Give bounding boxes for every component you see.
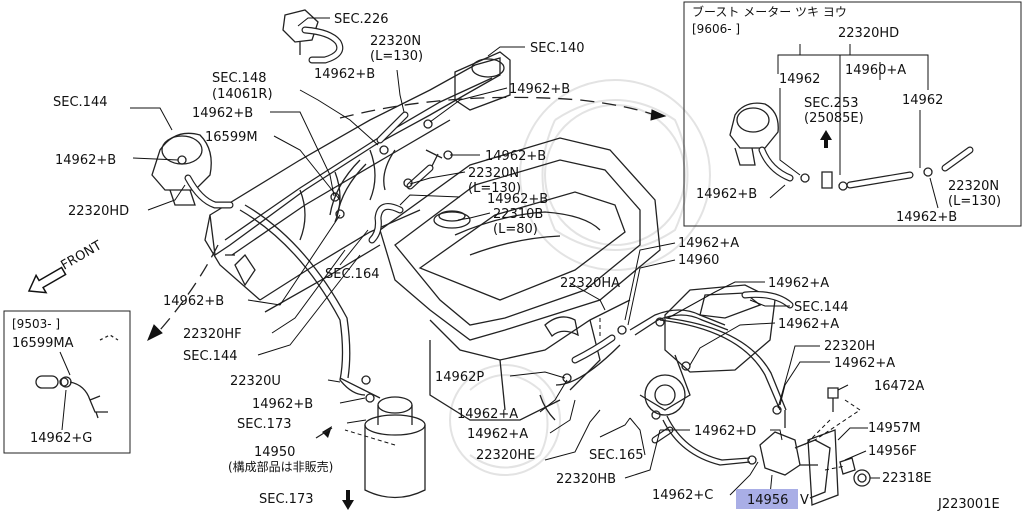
inset-label-14962g[interactable]: 14962+G bbox=[30, 431, 92, 446]
label-22320ha[interactable]: 22320HA bbox=[560, 276, 620, 291]
sec-arrows bbox=[315, 130, 832, 510]
label-14956-v: V bbox=[800, 493, 809, 508]
label-14962c[interactable]: 14962+C bbox=[652, 488, 713, 503]
label-14950-note: (構成部品は非販売) bbox=[228, 459, 333, 474]
diagram-code: J223001E bbox=[937, 497, 1000, 511]
label-22320hd[interactable]: 22320HD bbox=[68, 204, 129, 219]
label-14956f[interactable]: 14956F bbox=[868, 444, 917, 459]
inset-label-14960a[interactable]: 14960+A bbox=[845, 63, 906, 78]
label-22320n-a[interactable]: 22320N bbox=[370, 34, 421, 49]
label-14962a-4[interactable]: 14962+A bbox=[834, 356, 895, 371]
inset-label-14962b-b[interactable]: 14962+B bbox=[896, 210, 957, 225]
inset-label-16599ma[interactable]: 16599MA bbox=[12, 336, 74, 351]
inset-label-sec253-sub: (25085E) bbox=[804, 111, 864, 126]
vacuum-lines bbox=[239, 149, 787, 466]
label-14957m[interactable]: 14957M bbox=[868, 421, 921, 436]
label-sec140[interactable]: SEC.140 bbox=[530, 41, 585, 56]
inset-label-22320n-len: (L=130) bbox=[948, 194, 1001, 209]
label-14962a-6[interactable]: 14962+A bbox=[467, 427, 528, 442]
label-22320he[interactable]: 22320HE bbox=[476, 448, 535, 463]
label-14962b-4[interactable]: 14962+B bbox=[485, 149, 546, 164]
inset-boost-date: [9606- ] bbox=[692, 22, 740, 36]
inset-label-22320n[interactable]: 22320N bbox=[948, 179, 999, 194]
label-sec148-sub: (14061R) bbox=[212, 87, 273, 102]
inset-boost-frame bbox=[683, 1, 1022, 227]
label-22320n-a-len: (L=130) bbox=[370, 49, 423, 64]
label-14962p[interactable]: 14962P bbox=[435, 370, 484, 385]
leader-lines bbox=[130, 17, 880, 496]
label-14962b-2[interactable]: 14962+B bbox=[509, 82, 570, 97]
front-arrow bbox=[27, 266, 67, 294]
inset-boost-title: ブースト メーター ツキ ヨウ bbox=[692, 4, 847, 19]
hose-clamps bbox=[59, 119, 782, 465]
label-16599m[interactable]: 16599M bbox=[205, 130, 258, 145]
inset-label-14962-b[interactable]: 14962 bbox=[902, 93, 943, 108]
label-22320n-b-len: (L=130) bbox=[468, 181, 521, 196]
label-14956[interactable]: 14956 bbox=[747, 493, 788, 508]
label-22310b-len: (L=80) bbox=[493, 222, 538, 237]
inset-early-frame bbox=[3, 310, 131, 454]
label-sec144-c[interactable]: SEC.144 bbox=[794, 300, 849, 315]
label-sec148[interactable]: SEC.148 bbox=[212, 71, 267, 86]
inset-boost-meter: ブースト メーター ツキ ヨウ [9606- ] 22320HD 14962 1… bbox=[683, 1, 1022, 227]
label-22320n-b[interactable]: 22320N bbox=[468, 166, 519, 181]
label-14962b-1[interactable]: 14962+B bbox=[314, 67, 375, 82]
label-sec173-b[interactable]: SEC.173 bbox=[259, 492, 314, 507]
inset-label-14962-a[interactable]: 14962 bbox=[779, 72, 820, 87]
label-sec144-a[interactable]: SEC.144 bbox=[53, 95, 108, 110]
label-14962b-5[interactable]: 14962+B bbox=[55, 153, 116, 168]
label-sec165[interactable]: SEC.165 bbox=[589, 448, 644, 463]
label-22320hb[interactable]: 22320HB bbox=[556, 472, 616, 487]
label-14962b-6[interactable]: 14962+B bbox=[487, 192, 548, 207]
front-label: FRONT bbox=[59, 238, 105, 273]
flow-arrows bbox=[147, 96, 667, 342]
label-sec144-b[interactable]: SEC.144 bbox=[183, 349, 238, 364]
label-22320h[interactable]: 22320H bbox=[824, 339, 875, 354]
label-22320hf[interactable]: 22320HF bbox=[183, 327, 242, 342]
label-14962b-8[interactable]: 14962+B bbox=[252, 397, 313, 412]
label-sec164[interactable]: SEC.164 bbox=[325, 267, 380, 282]
label-14962a-1[interactable]: 14962+A bbox=[678, 236, 739, 251]
inset-early-date: [9503- ] bbox=[12, 317, 60, 331]
inset-label-22320hd[interactable]: 22320HD bbox=[838, 26, 899, 41]
inset-label-14962b-a[interactable]: 14962+B bbox=[696, 187, 757, 202]
label-16472a[interactable]: 16472A bbox=[874, 379, 924, 394]
engine-assembly bbox=[151, 9, 871, 506]
label-sec226[interactable]: SEC.226 bbox=[334, 12, 389, 27]
label-22318e[interactable]: 22318E bbox=[882, 471, 932, 486]
label-22310b[interactable]: 22310B bbox=[493, 207, 543, 222]
label-14950[interactable]: 14950 bbox=[254, 445, 295, 460]
label-22320u[interactable]: 22320U bbox=[230, 374, 281, 389]
label-sec173-a[interactable]: SEC.173 bbox=[237, 417, 292, 432]
label-14962d[interactable]: 14962+D bbox=[694, 424, 756, 439]
highlight-14956 bbox=[736, 489, 798, 509]
label-14962a-2[interactable]: 14962+A bbox=[768, 276, 829, 291]
label-14962b-7[interactable]: 14962+B bbox=[163, 294, 224, 309]
label-14960[interactable]: 14960 bbox=[678, 253, 719, 268]
inset-early: [9503- ] 16599MA 14962+G bbox=[3, 310, 131, 454]
part-labels: SEC.226 22320N (L=130) SEC.140 SEC.148 1… bbox=[53, 12, 1000, 511]
label-14962a-3[interactable]: 14962+A bbox=[778, 317, 839, 332]
inset-label-sec253[interactable]: SEC.253 bbox=[804, 96, 859, 111]
label-14962b-3[interactable]: 14962+B bbox=[192, 106, 253, 121]
label-14962a-5[interactable]: 14962+A bbox=[457, 407, 518, 422]
